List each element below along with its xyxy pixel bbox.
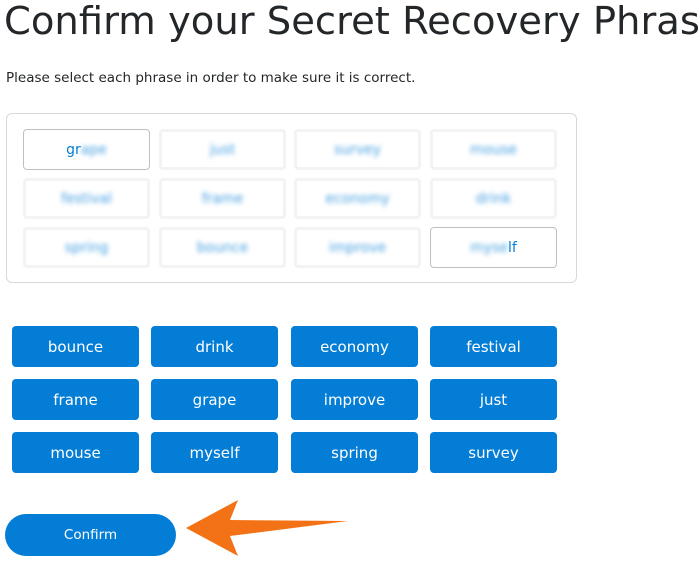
- phrase-slot-10-label: bounce: [196, 239, 249, 256]
- phrase-slot-1-blurred: ape: [80, 141, 107, 158]
- phrase-slot-5[interactable]: festival: [23, 178, 150, 219]
- word-button-just[interactable]: just: [430, 379, 557, 420]
- word-button-drink[interactable]: drink: [151, 326, 278, 367]
- arrow-left-icon: [186, 500, 348, 556]
- word-button-economy[interactable]: economy: [291, 326, 418, 367]
- word-button-grape[interactable]: grape: [151, 379, 278, 420]
- confirm-button[interactable]: Confirm: [5, 514, 176, 556]
- word-button-festival[interactable]: festival: [430, 326, 557, 367]
- word-button-myself[interactable]: myself: [151, 432, 278, 473]
- phrase-slot-1-visible: gr: [66, 141, 81, 158]
- word-button-survey[interactable]: survey: [430, 432, 557, 473]
- phrase-slot-6-label: frame: [201, 190, 244, 207]
- phrase-slot-6[interactable]: frame: [159, 178, 286, 219]
- word-button-frame[interactable]: frame: [12, 379, 139, 420]
- phrase-slot-8-label: drink: [475, 190, 512, 207]
- phrase-slot-4-label: mouse: [470, 141, 517, 158]
- phrase-slot-4[interactable]: mouse: [430, 129, 557, 170]
- phrase-slot-2[interactable]: just: [159, 129, 286, 170]
- phrase-slot-11-label: improve: [328, 239, 387, 256]
- phrase-slot-9-label: spring: [64, 239, 109, 256]
- phrase-slot-2-label: just: [209, 141, 236, 158]
- phrase-slot-10[interactable]: bounce: [159, 227, 286, 268]
- word-button-bounce[interactable]: bounce: [12, 326, 139, 367]
- phrase-slot-11[interactable]: improve: [294, 227, 421, 268]
- phrase-slot-7-label: economy: [325, 190, 390, 207]
- phrase-slot-12-visible: lf: [508, 239, 517, 256]
- phrase-slot-3-label: survey: [333, 141, 382, 158]
- page-title: Confirm your Secret Recovery Phrase: [4, 0, 700, 44]
- phrase-slot-3[interactable]: survey: [294, 129, 421, 170]
- word-button-mouse[interactable]: mouse: [12, 432, 139, 473]
- phrase-slot-5-label: festival: [61, 190, 112, 207]
- phrase-slot-9[interactable]: spring: [23, 227, 150, 268]
- word-button-improve[interactable]: improve: [291, 379, 418, 420]
- word-button-spring[interactable]: spring: [291, 432, 418, 473]
- instructions-text: Please select each phrase in order to ma…: [6, 70, 416, 86]
- phrase-slot-7[interactable]: economy: [294, 178, 421, 219]
- phrase-slot-12-blurred: myse: [470, 239, 508, 256]
- phrase-slot-8[interactable]: drink: [430, 178, 557, 219]
